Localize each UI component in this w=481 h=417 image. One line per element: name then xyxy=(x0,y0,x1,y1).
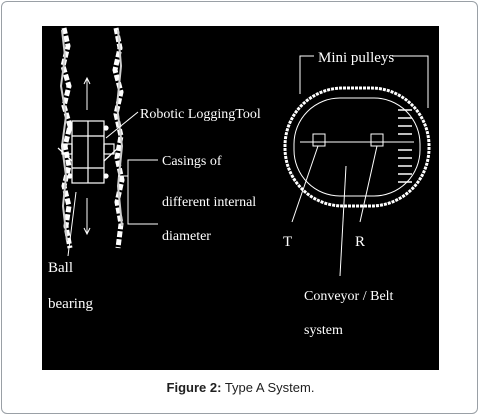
conveyor-housing xyxy=(283,86,431,208)
left-casing xyxy=(59,27,73,249)
casings-label-line2: different internal xyxy=(162,195,256,210)
robotic-tool-label: Robotic LoggingTool xyxy=(140,107,261,122)
figure-caption: Figure 2: Type A System. xyxy=(0,380,481,395)
casings-label-line1: Casings of xyxy=(162,154,222,169)
mini-pulleys-label: Mini pulleys xyxy=(318,50,394,66)
diagram-svg: Robotic LoggingTool Casings of different… xyxy=(48,27,431,338)
movement-arrows xyxy=(83,76,91,236)
mini-pulleys xyxy=(398,109,412,183)
right-leader-lines xyxy=(291,55,429,277)
conveyor-label-line1: Conveyor / Belt xyxy=(304,289,394,304)
casings-label-line3: diameter xyxy=(162,229,211,244)
caption-text: Type A System. xyxy=(221,380,315,395)
ball-bearing-label-line1: Ball xyxy=(48,260,73,276)
t-label: T xyxy=(283,234,292,250)
caption-label: Figure 2: xyxy=(166,380,222,395)
diagram-figure: Robotic LoggingTool Casings of different… xyxy=(42,26,439,370)
right-casing xyxy=(112,27,125,249)
ball-bearing-label-line2: bearing xyxy=(48,296,93,312)
robotic-logging-tool xyxy=(57,120,119,184)
conveyor-label-line2: system xyxy=(304,323,343,338)
left-leader-lines xyxy=(67,111,158,257)
r-label: R xyxy=(355,234,365,250)
